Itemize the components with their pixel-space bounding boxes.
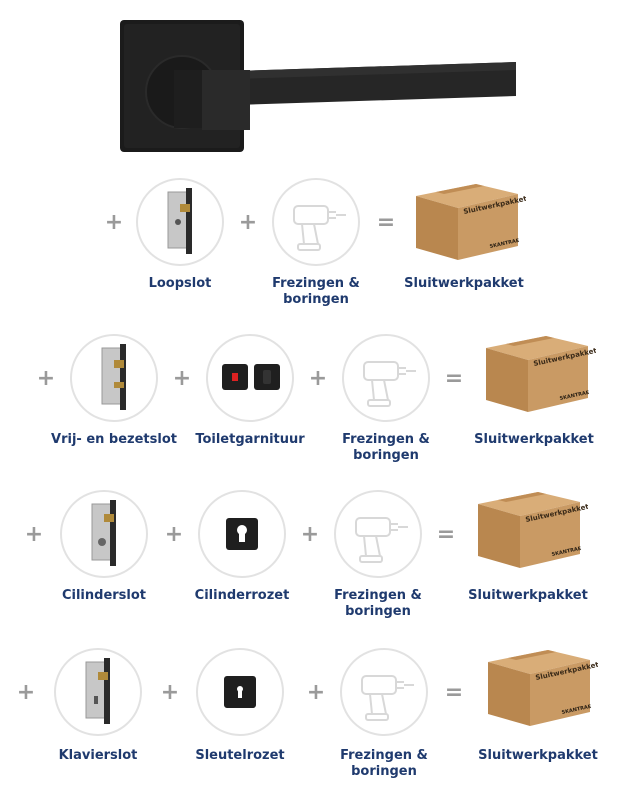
- vrij-bezetslot-circle: [70, 334, 158, 422]
- drill-icon: [361, 675, 414, 721]
- plus-operator: +: [24, 522, 44, 547]
- item-label: Loopslot: [148, 276, 212, 291]
- drill-circle: [272, 178, 360, 266]
- equals-operator: =: [444, 680, 464, 705]
- result-label: Sluitwerkpakket: [404, 276, 524, 291]
- item-label: Klavierslot: [58, 748, 138, 763]
- drill-circle: [342, 334, 430, 422]
- item-label: Vrij- en bezetslot: [51, 432, 177, 447]
- door-handle-image: [120, 20, 516, 152]
- plus-operator: +: [16, 680, 36, 705]
- drill-circle: [340, 648, 428, 736]
- key-rosette-icon: [224, 676, 256, 708]
- plus-operator: +: [172, 366, 192, 391]
- equals-operator: =: [376, 210, 396, 235]
- lock-body-icon: [85, 658, 110, 724]
- drill-circle: [334, 490, 422, 578]
- plus-operator: +: [306, 680, 326, 705]
- cilinderrozet-circle: [198, 490, 286, 578]
- equals-operator: =: [436, 522, 456, 547]
- item-label: Toiletgarnituur: [195, 432, 305, 447]
- item-label: Frezingen & boringen: [334, 588, 422, 619]
- klavierslot-circle: [54, 648, 142, 736]
- lock-body-icon: [101, 344, 126, 410]
- item-label: Cilinderslot: [61, 588, 147, 603]
- cilinderslot-circle: [60, 490, 148, 578]
- item-label: Cilinderrozet: [194, 588, 290, 603]
- item-label: Frezingen & boringen: [340, 748, 428, 779]
- plus-operator: +: [104, 210, 124, 235]
- equals-operator: =: [444, 366, 464, 391]
- plus-operator: +: [308, 366, 328, 391]
- item-label: Sleutelrozet: [195, 748, 285, 763]
- result-label: Sluitwerkpakket: [474, 432, 594, 447]
- plus-operator: +: [238, 210, 258, 235]
- lock-body-icon: [91, 500, 116, 566]
- cylinder-rosette-icon: [226, 518, 258, 550]
- sleutelrozet-circle: [196, 648, 284, 736]
- toiletgarnituur-circle: [206, 334, 294, 422]
- plus-operator: +: [36, 366, 56, 391]
- plus-operator: +: [164, 522, 184, 547]
- plus-operator: +: [300, 522, 320, 547]
- drill-icon: [355, 517, 408, 563]
- drill-icon: [293, 205, 346, 251]
- item-label: Frezingen & boringen: [272, 276, 360, 307]
- item-label: Frezingen & boringen: [342, 432, 430, 463]
- result-label: Sluitwerkpakket: [478, 748, 598, 763]
- lock-body-icon: [167, 188, 192, 254]
- plus-operator: +: [160, 680, 180, 705]
- drill-icon: [363, 361, 416, 407]
- result-label: Sluitwerkpakket: [468, 588, 588, 603]
- loopslot-circle: [136, 178, 224, 266]
- toilet-rosette-icon: [222, 364, 280, 390]
